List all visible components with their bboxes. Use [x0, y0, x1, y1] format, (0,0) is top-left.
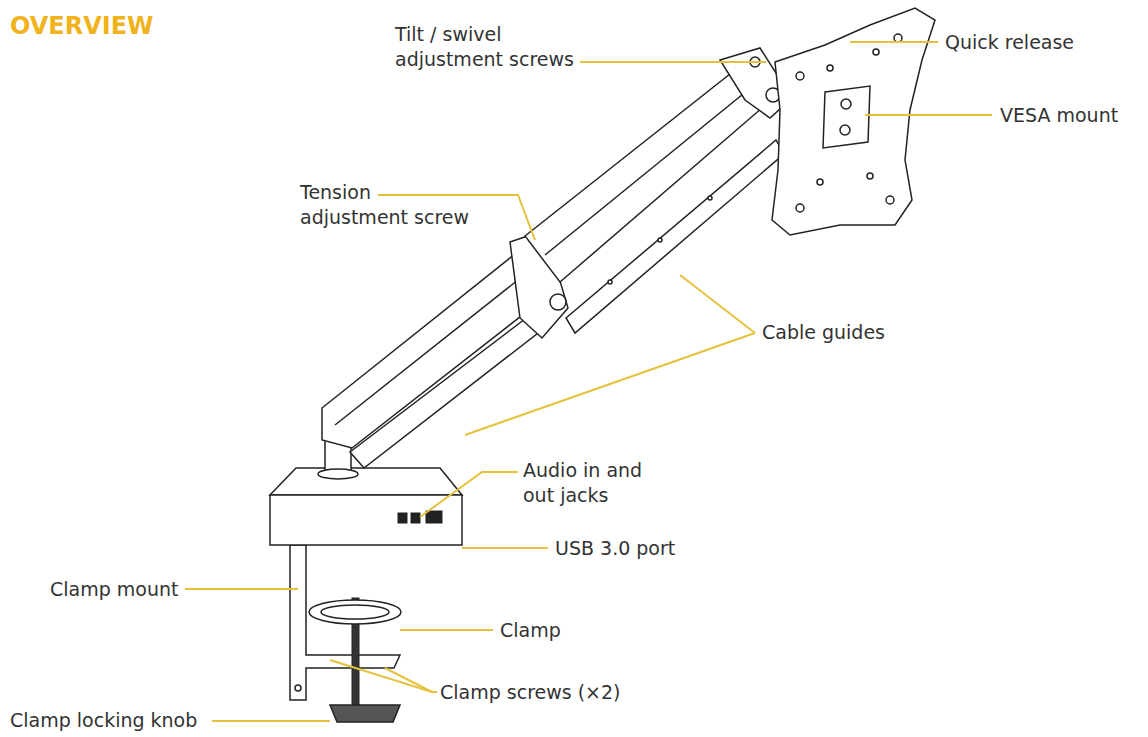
leader-lines: [400, 629, 493, 631]
leader-lines: [420, 472, 518, 517]
part-label: Clamp mount: [50, 577, 178, 602]
vesa-plate: [886, 196, 894, 204]
clamp-locking-knob: [330, 705, 400, 722]
arm-base: [270, 468, 462, 495]
vesa-plate: [841, 99, 851, 109]
vesa-plate: [817, 179, 823, 185]
upper-arm: [658, 238, 662, 242]
upper-arm: [525, 70, 784, 333]
leader-lines: [385, 668, 432, 692]
arm-base: [270, 495, 462, 545]
part-label: Clamp: [500, 618, 561, 643]
clamp-pad: [309, 600, 401, 624]
leader-lines: [465, 333, 755, 435]
arm-base: [318, 469, 358, 479]
vesa-plate: [867, 173, 873, 179]
part-label: Audio in and out jacks: [523, 458, 653, 508]
port-openings: [426, 511, 442, 523]
vesa-plate: [796, 72, 804, 80]
part-label: Quick release: [945, 30, 1074, 55]
diagram-title: OVERVIEW: [10, 12, 154, 40]
upper-arm: [525, 70, 762, 282]
part-label: Clamp locking knob: [10, 708, 197, 733]
leader-lines: [185, 588, 298, 590]
upper-arm: [608, 280, 612, 284]
vesa-plate: [827, 65, 833, 71]
leader-lines: [680, 275, 755, 333]
clamp-pad: [321, 605, 389, 619]
part-label: Tilt / swivel adjustment screws: [395, 22, 580, 72]
leader-lines: [330, 660, 437, 692]
port-openings: [411, 513, 420, 523]
part-label: Cable guides: [762, 320, 885, 345]
lower-arm: [335, 272, 528, 425]
upper-arm: [545, 90, 748, 255]
leader-lines: [850, 41, 938, 43]
part-label: Clamp screws (×2): [440, 680, 621, 705]
vesa-plate: [873, 49, 879, 55]
clamp-mount: [295, 685, 301, 691]
clamp-locking-knob: [330, 705, 400, 722]
clamp-pad: [309, 600, 401, 624]
upper-arm: [566, 140, 784, 333]
vesa-plate: [796, 204, 804, 212]
leader-lines: [462, 547, 548, 549]
upper-arm: [708, 196, 712, 200]
vesa-plate: [894, 34, 902, 42]
vesa-plate: [840, 125, 850, 135]
leader-lines: [212, 720, 330, 722]
part-label: USB 3.0 port: [555, 536, 675, 561]
leader-lines: [580, 61, 766, 63]
port-openings: [398, 513, 407, 523]
part-label: Tension adjustment screw: [300, 180, 478, 230]
vesa-plate: [823, 86, 870, 148]
elbow-joint: [550, 294, 566, 310]
leader-lines: [185, 42, 992, 721]
leader-lines: [865, 114, 992, 116]
part-label: VESA mount: [1000, 103, 1118, 128]
